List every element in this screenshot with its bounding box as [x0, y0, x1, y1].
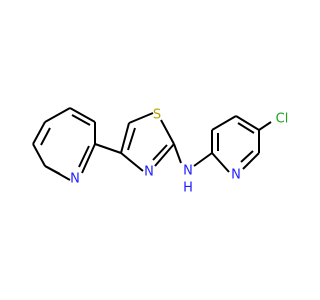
- atom-label-cl: Cl: [276, 112, 289, 127]
- bond: [154, 143, 175, 167]
- bond: [81, 143, 96, 174]
- bond: [44, 165, 61, 175]
- bond: [152, 144, 168, 161]
- bond: [120, 152, 144, 172]
- bond: [160, 119, 175, 145]
- bond: [235, 115, 260, 131]
- bond: [127, 127, 136, 151]
- atom-label-n-pyridine-left: N: [70, 172, 80, 187]
- bond: [211, 115, 237, 131]
- thiazole-ring: [120, 112, 175, 172]
- bond: [193, 152, 213, 167]
- bond: [120, 122, 130, 154]
- bond: [94, 143, 122, 154]
- atom-label-n-pyridine-right: N: [231, 168, 241, 183]
- bond: [69, 107, 96, 123]
- bond: [242, 152, 260, 170]
- pyridine-ring-right: [211, 115, 260, 173]
- bond: [128, 112, 154, 124]
- bond: [44, 107, 71, 123]
- bond: [211, 152, 230, 173]
- atom-label-n-thiazole: N: [144, 165, 154, 180]
- bond: [32, 121, 46, 145]
- atom-label-s: S: [153, 108, 161, 123]
- atom-label-h-amine: H: [183, 181, 193, 196]
- bond: [71, 114, 91, 126]
- atom-label-n-amine: N: [183, 164, 193, 179]
- bond: [240, 150, 254, 163]
- bond: [258, 121, 272, 131]
- bond: [173, 143, 182, 164]
- bond: [78, 145, 90, 168]
- bond: [40, 127, 51, 146]
- bond: [237, 122, 255, 134]
- bond: [32, 143, 46, 167]
- structure-drawing: N S N N H N Cl: [32, 107, 289, 196]
- pyridine-ring-left: [32, 107, 96, 181]
- molecule-diagram: N S N N H N Cl: [32, 107, 289, 196]
